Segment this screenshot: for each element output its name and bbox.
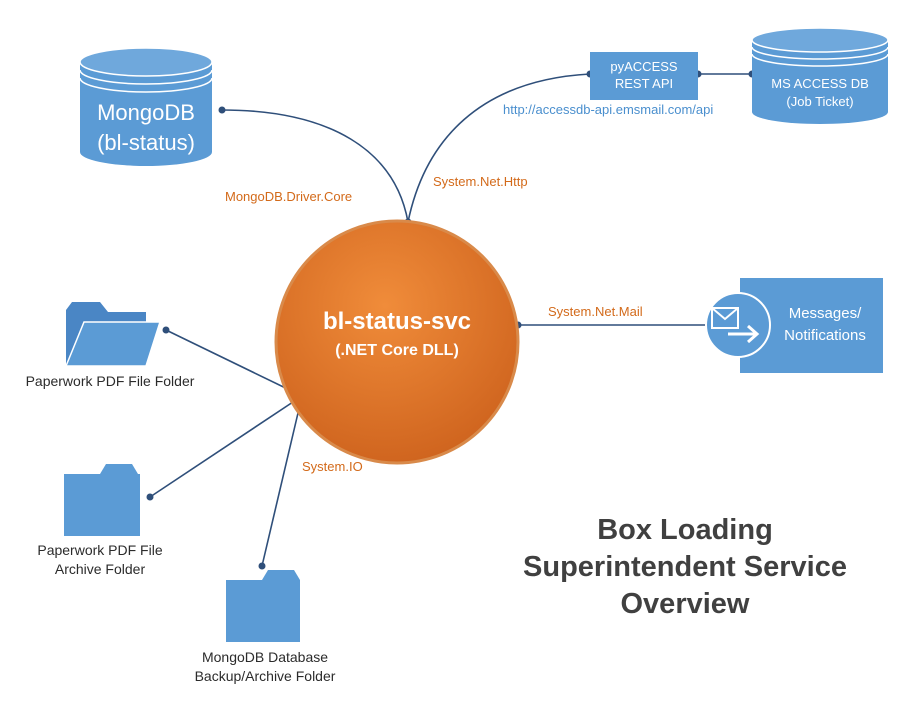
center-service-name: bl-status-svc (322, 308, 472, 335)
mongodb-database-icon (79, 47, 213, 166)
pyaccess-box (590, 52, 698, 100)
connector-lines (149, 73, 752, 567)
paperwork-folder-label: Paperwork PDF File Folder (25, 373, 195, 389)
mail-send-icon (711, 307, 760, 344)
center-service-circle (274, 219, 520, 465)
http-label: System.Net.Http (433, 174, 528, 189)
connector-backup (261, 395, 303, 567)
backup-folder-label-2: Backup/Archive Folder (194, 668, 336, 684)
backup-folder-label-1: MongoDB Database (201, 649, 329, 665)
msaccess-label-1: MS ACCESS DB (771, 76, 869, 91)
archive-folder-label-2: Archive Folder (54, 561, 146, 577)
backup-folder-icon (226, 570, 300, 642)
center-service-sub: (.NET Core DLL) (335, 342, 459, 359)
mongodb-label-1: MongoDB (97, 100, 195, 125)
mail-label: System.Net.Mail (548, 304, 643, 319)
pyaccess-label-2: REST API (614, 76, 674, 91)
archive-folder-label-1: Paperwork PDF File (37, 542, 163, 558)
msaccess-database-icon (751, 27, 889, 124)
connector-mongodb (221, 109, 409, 223)
mongodb-label-2: (bl-status) (97, 130, 195, 155)
api-url-link[interactable]: http://accessdb-api.emsmail.com/api (503, 102, 714, 117)
messages-label-2: Notifications (784, 327, 866, 344)
pyaccess-label-1: pyACCESS (610, 59, 678, 74)
msaccess-label-2: (Job Ticket) (786, 94, 854, 109)
messages-box (705, 278, 883, 373)
connector-archive (149, 395, 303, 498)
mongodb-driver-label: MongoDB.Driver.Core (225, 189, 353, 204)
folder-open-icon (64, 302, 162, 367)
messages-label-1: Messages/ (788, 305, 862, 322)
overview-title-2: Superintendent Service (523, 551, 847, 583)
connector-paperwork (165, 329, 303, 397)
folder-icon (64, 464, 140, 536)
overview-title-3: Overview (620, 588, 750, 620)
connector-pyaccess (407, 73, 591, 223)
io-label: System.IO (302, 459, 363, 474)
overview-title-1: Box Loading (597, 514, 773, 546)
